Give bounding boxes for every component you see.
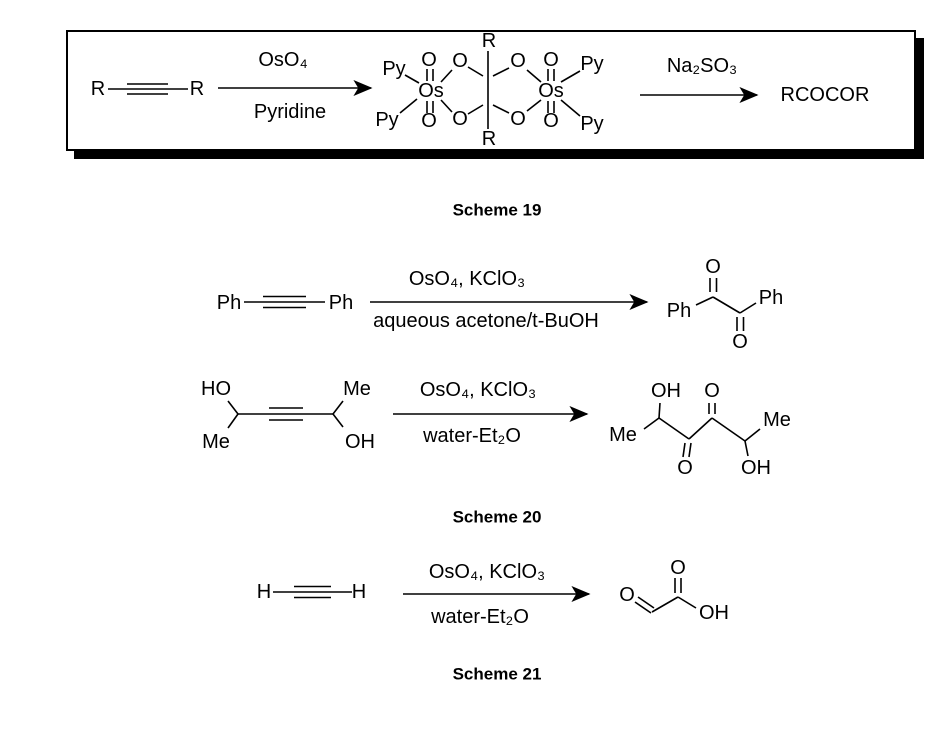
solvent-below-arrow: water-Et₂O	[430, 606, 529, 628]
scheme19-caption: Scheme 19	[453, 201, 542, 220]
product-formula-rcocor: RCOCOR	[781, 84, 870, 106]
benzil-bonds	[695, 278, 757, 331]
scheme21-reaction: H H OsO₄, KClO₃ water-Et₂O O O OH	[257, 557, 729, 628]
hydrogen-label: H	[352, 581, 366, 603]
benzil-structure: Ph O O Ph	[667, 256, 783, 353]
scheme20-caption: Scheme 20	[453, 508, 542, 527]
bridge-oxygen-label: O	[510, 50, 526, 72]
reagent-above-arrow: OsO₄, KClO₃	[420, 379, 536, 401]
alkyne-r-r: R R	[91, 78, 204, 100]
methyl-label: Me	[609, 424, 637, 446]
r-group-label: R	[482, 128, 496, 150]
bis-osmate-ester-complex: Py Py O Os O O O R R O O O Os O Py Py	[375, 30, 603, 150]
phenyl-label: Ph	[217, 292, 241, 314]
complex-bonds	[399, 51, 581, 129]
bridge-oxygen-label: O	[452, 50, 468, 72]
pyridine-ligand-label: Py	[580, 53, 603, 75]
reagent-above-arrow: OsO₄, KClO₃	[429, 561, 545, 583]
reaction-arrow-oso4-kclo3: OsO₄, KClO₃ water-Et₂O	[393, 379, 589, 447]
diketone-diol-bonds	[643, 402, 761, 458]
reagent-above-arrow: OsO₄, KClO₃	[409, 268, 525, 290]
methyl-label: Me	[763, 409, 791, 431]
oxygen-label: O	[704, 380, 720, 402]
reaction-arrow-na2so3: Na₂SO₃	[640, 55, 759, 103]
oxo-oxygen-label: O	[543, 110, 559, 132]
bridge-oxygen-label: O	[452, 108, 468, 130]
oxygen-label: O	[670, 557, 686, 579]
pyridine-ligand-label: Py	[382, 58, 405, 80]
hydroxyl-label: OH	[741, 457, 771, 479]
pyridine-ligand-label: Py	[580, 113, 603, 135]
reaction-arrow-oso4-kclo3: OsO₄, KClO₃ water-Et₂O	[403, 561, 591, 628]
scheme19-diagram: R R OsO₄ Pyridine Py Py O Os O O O R	[91, 30, 870, 150]
scheme20-reaction2: HO Me Me OH OsO₄, KClO₃ water-Et₂O	[201, 378, 791, 479]
oxygen-label: O	[705, 256, 721, 278]
osmium-label: Os	[418, 80, 444, 102]
r-group-label: R	[190, 78, 204, 100]
oxo-oxygen-label: O	[543, 49, 559, 71]
hydrogen-label: H	[257, 581, 271, 603]
scheme20-reaction1: Ph Ph OsO₄, KClO₃ aqueous acetone/t-BuOH…	[217, 256, 783, 353]
oxygen-label: O	[619, 584, 635, 606]
pyridine-ligand-label: Py	[375, 109, 398, 131]
methyl-label: Me	[202, 431, 230, 453]
glyoxylic-acid-structure: O O OH	[619, 557, 729, 624]
osmium-label: Os	[538, 80, 564, 102]
r-group-label: R	[91, 78, 105, 100]
hydroxyl-label: OH	[699, 602, 729, 624]
glyoxylic-acid-bonds	[634, 578, 697, 614]
methyl-label: Me	[343, 378, 371, 400]
oxygen-label: O	[732, 331, 748, 353]
hydroxyl-label: OH	[651, 380, 681, 402]
acetylene-structure: H H	[257, 581, 366, 603]
hexynediol-bonds	[227, 400, 344, 429]
solvent-below-arrow: aqueous acetone/t-BuOH	[373, 310, 599, 332]
bridge-oxygen-label: O	[510, 108, 526, 130]
scheme19-highlight-box	[66, 30, 916, 151]
oxo-oxygen-label: O	[421, 110, 437, 132]
r-group-label: R	[482, 30, 496, 52]
phenyl-label: Ph	[329, 292, 353, 314]
oxo-oxygen-label: O	[421, 49, 437, 71]
alkyne-ph-ph: Ph Ph	[217, 292, 353, 314]
phenyl-label: Ph	[759, 287, 783, 309]
reaction-arrow-oso4-kclo3: OsO₄, KClO₃ aqueous acetone/t-BuOH	[370, 268, 649, 332]
phenyl-label: Ph	[667, 300, 691, 322]
reagent-above-arrow: Na₂SO₃	[667, 55, 737, 77]
solvent-below-arrow: water-Et₂O	[422, 425, 521, 447]
diketone-diol-structure: Me OH O O OH Me	[609, 380, 791, 479]
solvent-below-arrow: Pyridine	[254, 101, 326, 123]
reagent-above-arrow: OsO₄	[258, 49, 307, 71]
reaction-arrow-oso4-pyridine: OsO₄ Pyridine	[218, 49, 373, 123]
scheme21-caption: Scheme 21	[453, 665, 542, 684]
oxygen-label: O	[677, 457, 693, 479]
hydroxyl-label: HO	[201, 378, 231, 400]
hexynediol-structure: HO Me Me OH	[201, 378, 375, 453]
hydroxyl-label: OH	[345, 431, 375, 453]
